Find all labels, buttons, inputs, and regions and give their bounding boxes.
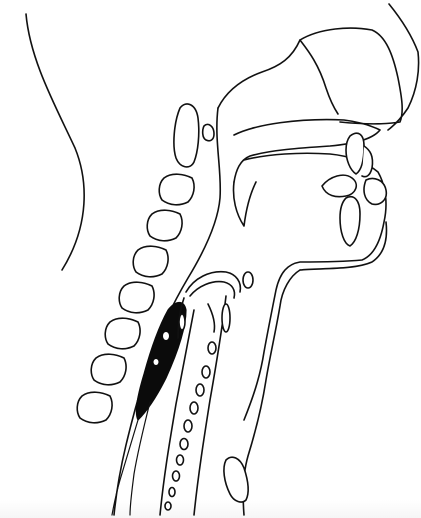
- tracheal-ring: [169, 488, 175, 497]
- lower-tooth: [340, 197, 360, 246]
- skull-base-outline: [218, 40, 338, 114]
- soft-palate: [233, 182, 256, 226]
- bolus-highlight: [154, 359, 159, 365]
- tracheal-ring: [180, 439, 188, 450]
- vertebra-c1: [174, 104, 199, 167]
- vertebra-c6: [105, 318, 140, 349]
- tracheal-ring: [202, 366, 210, 378]
- trachea-anterior-wall: [194, 296, 226, 515]
- lower-lip: [364, 178, 386, 204]
- tracheal-ring: [184, 420, 192, 432]
- vertebra-c4: [133, 246, 168, 277]
- arytenoid-cartilage: [179, 314, 185, 330]
- upper-lip: [322, 175, 356, 197]
- aryepiglottic-fold: [208, 304, 215, 332]
- vertebra-c1-arch: [203, 124, 214, 140]
- vertebra-c3: [147, 210, 182, 241]
- tracheal-ring: [196, 384, 204, 396]
- posterior-head-neck-outline: [26, 14, 84, 270]
- vertebra-c2: [159, 174, 194, 205]
- vertebra-c7: [91, 354, 126, 385]
- hyoid-bone: [243, 272, 253, 288]
- tracheal-ring: [177, 455, 184, 465]
- tracheal-rings: [165, 366, 210, 510]
- anterior-neck-outline: [243, 270, 300, 515]
- nasal-cavity-outline: [300, 28, 402, 124]
- epiglottis-inner: [190, 282, 235, 298]
- vertebra-t1: [77, 392, 112, 423]
- bolus-highlight: [163, 332, 169, 340]
- tracheal-ring: [190, 402, 198, 414]
- upper-tooth: [346, 133, 364, 174]
- thyroid-cartilage: [222, 304, 230, 332]
- cricoid-cartilage: [208, 342, 216, 354]
- vertebra-c5: [119, 282, 154, 313]
- facial-profile-outline: [388, 4, 419, 130]
- sternum-manubrium: [224, 457, 248, 502]
- tracheal-ring: [173, 471, 180, 481]
- tracheal-ring: [165, 502, 171, 510]
